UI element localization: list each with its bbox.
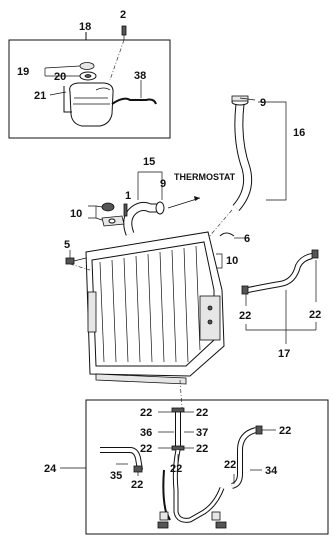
radiator-upper-hose-16-part: [231, 95, 253, 211]
callout-22-bypass-left: 22: [239, 310, 251, 322]
heater-hose-inset: [85, 399, 329, 535]
callout-5: 5: [64, 239, 70, 251]
callout-6: 6: [244, 233, 250, 245]
reservoir-tank-inset: [8, 25, 171, 139]
callout-15: 15: [143, 156, 155, 168]
callout-19: 19: [17, 66, 29, 78]
callout-22-heater-center: 22: [170, 463, 182, 475]
callout-18: 18: [79, 21, 91, 33]
callout-22-heater-mid-left: 22: [140, 443, 152, 455]
reservoir-cap-part: [79, 62, 97, 81]
radiator-upper-mount-10-part: [101, 202, 128, 227]
callout-22-hose-34-bottom: 22: [224, 459, 236, 471]
callout-1: 1: [125, 190, 131, 202]
callout-37: 37: [196, 427, 208, 439]
callout-35: 35: [110, 470, 122, 482]
callout-17: 17: [278, 348, 290, 360]
bolt-5-part: [65, 257, 87, 265]
callout-16: 16: [293, 127, 305, 139]
callout-21: 21: [34, 90, 46, 102]
overflow-hose-38-part: [111, 97, 157, 105]
callout-20: 20: [54, 71, 66, 83]
radiator-assembly-part: [85, 231, 225, 385]
callout-10-upper-mount: 10: [70, 208, 82, 220]
reservoir-tank-part: [63, 82, 114, 127]
callout-22-hose-34-top: 22: [279, 425, 291, 437]
callout-10-lower-mount: 10: [226, 255, 238, 267]
callout-22-heater-top-left: 22: [140, 407, 152, 419]
thermostat-hose-15-part: [123, 201, 165, 236]
callout-22-hose-35: 22: [131, 479, 143, 491]
callout-22-bypass-right: 22: [309, 309, 321, 321]
callout-36: 36: [140, 427, 152, 439]
callout-9-upper-hose: 9: [260, 97, 266, 109]
callout-38: 38: [134, 70, 146, 82]
callout-9-thermostat-hose: 9: [160, 178, 166, 190]
callout-2: 2: [120, 9, 126, 21]
callout-34: 34: [265, 465, 278, 477]
bypass-hose-17-part: [241, 249, 319, 295]
callout-24: 24: [44, 463, 57, 475]
callout-22-heater-mid-right: 22: [196, 443, 208, 455]
clip-6-part: [219, 232, 235, 237]
callout-22-heater-top-right: 22: [196, 407, 208, 419]
bolt-2-part: [121, 25, 127, 40]
thermostat-label: THERMOSTAT: [174, 172, 236, 182]
